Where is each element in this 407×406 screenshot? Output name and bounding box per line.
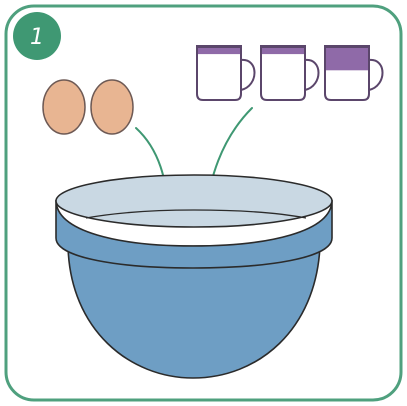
step-number: 1	[30, 25, 44, 50]
cup-fill	[325, 46, 369, 70]
egg-icon	[43, 80, 85, 134]
bowl-opening	[56, 175, 332, 227]
egg-icon	[91, 80, 133, 134]
step-badge: 1	[13, 12, 61, 60]
